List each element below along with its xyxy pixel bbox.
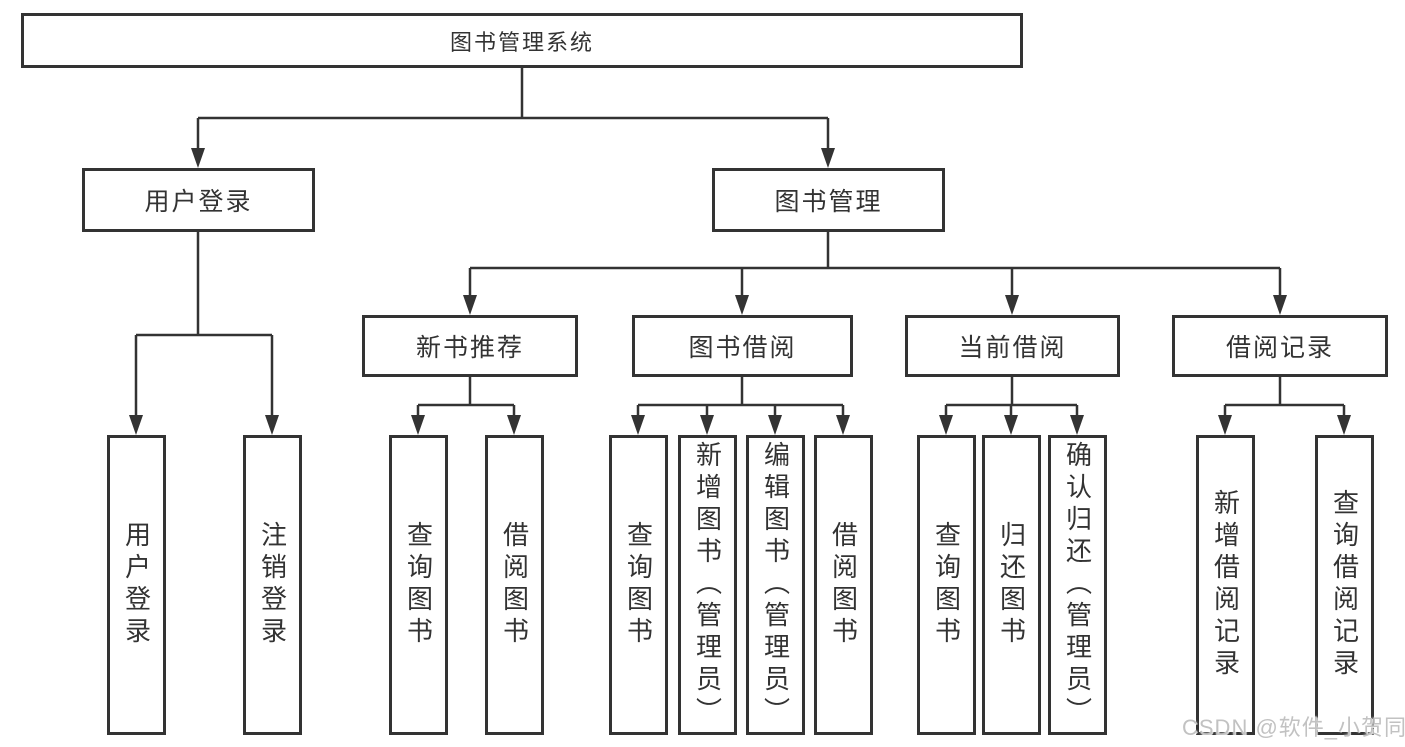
csdn-watermark: CSDN @软件_小贺同学 — [1182, 715, 1405, 740]
node-label: 查询图书 — [623, 521, 654, 649]
node-user-login-module: 用户登录 — [82, 168, 315, 232]
node-label: 借阅记录 — [1225, 334, 1334, 362]
node-label: 查询借阅记录 — [1329, 489, 1360, 681]
node-label: 编辑图书（管理员） — [760, 441, 791, 729]
leaf-borrow-books: 借阅图书 — [814, 435, 873, 735]
leaf-query-books-borrow: 查询图书 — [609, 435, 668, 735]
leaf-query-borrow-record: 查询借阅记录 — [1315, 435, 1374, 735]
leaf-logout: 注销登录 — [243, 435, 302, 735]
node-label: 图书管理系统 — [449, 29, 594, 55]
node-label: 新书推荐 — [415, 334, 524, 362]
node-label: 图书借阅 — [688, 334, 797, 362]
tree-edges — [134, 68, 1346, 421]
node-new-book-recommend: 新书推荐 — [362, 315, 578, 377]
node-label: 归还图书 — [996, 521, 1027, 649]
leaf-user-login: 用户登录 — [107, 435, 166, 735]
node-label: 用户登录 — [144, 188, 253, 216]
node-borrow-records: 借阅记录 — [1172, 315, 1388, 377]
leaf-return-books: 归还图书 — [982, 435, 1041, 735]
leaf-query-books-current: 查询图书 — [917, 435, 976, 735]
node-label: 用户登录 — [121, 521, 152, 649]
node-book-management-module: 图书管理 — [712, 168, 945, 232]
leaf-query-books-recommend: 查询图书 — [389, 435, 448, 735]
node-label: 新增借阅记录 — [1210, 489, 1241, 681]
leaf-edit-books-admin: 编辑图书（管理员） — [746, 435, 805, 735]
node-label: 查询图书 — [403, 521, 434, 649]
node-label: 新增图书（管理员） — [692, 441, 723, 729]
node-label: 查询图书 — [931, 521, 962, 649]
node-label: 图书管理 — [774, 188, 883, 216]
node-library-management-system: 图书管理系统 — [21, 13, 1023, 68]
node-label: 当前借阅 — [958, 334, 1067, 362]
node-current-borrow: 当前借阅 — [905, 315, 1120, 377]
leaf-add-borrow-record: 新增借阅记录 — [1196, 435, 1255, 735]
leaf-add-books-admin: 新增图书（管理员） — [678, 435, 737, 735]
leaf-confirm-return-admin: 确认归还（管理员） — [1048, 435, 1107, 735]
node-label: 确认归还（管理员） — [1062, 441, 1093, 729]
node-book-borrow: 图书借阅 — [632, 315, 853, 377]
node-label: 借阅图书 — [499, 521, 530, 649]
leaf-borrow-books-recommend: 借阅图书 — [485, 435, 544, 735]
node-label: 借阅图书 — [828, 521, 859, 649]
node-label: 注销登录 — [257, 521, 288, 649]
